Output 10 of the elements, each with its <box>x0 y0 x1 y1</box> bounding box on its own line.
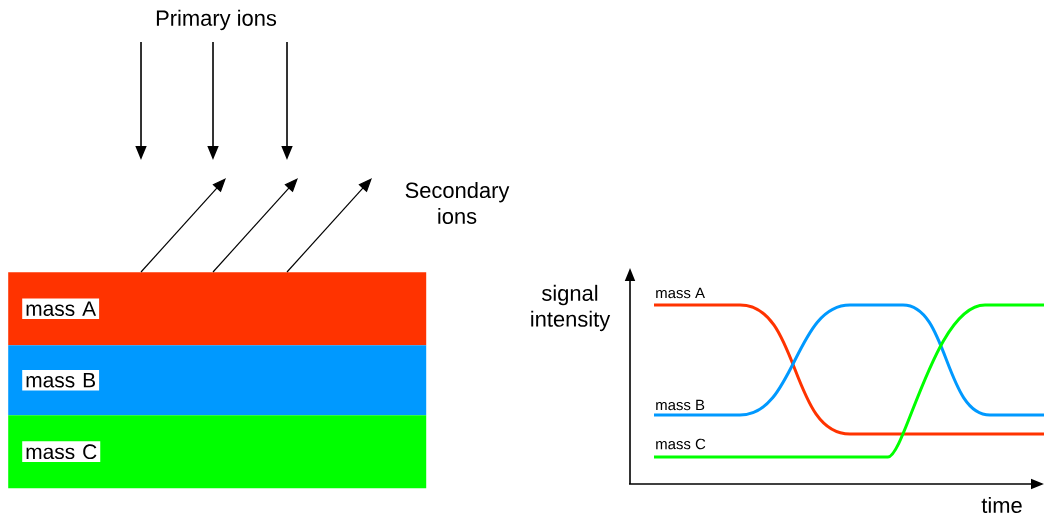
layer-band: mass C <box>8 415 427 489</box>
label-text: time <box>981 496 1022 514</box>
label-text: Primary ions <box>156 9 277 31</box>
label-text: signal intensity <box>531 284 611 332</box>
label-text: mass B <box>656 399 705 411</box>
label-text: mass A <box>656 287 705 299</box>
label-text: mass C <box>656 438 706 450</box>
layer-band: mass B <box>8 345 427 416</box>
label-text: Secondary ions <box>405 182 510 224</box>
layer-band: mass A <box>8 272 427 346</box>
